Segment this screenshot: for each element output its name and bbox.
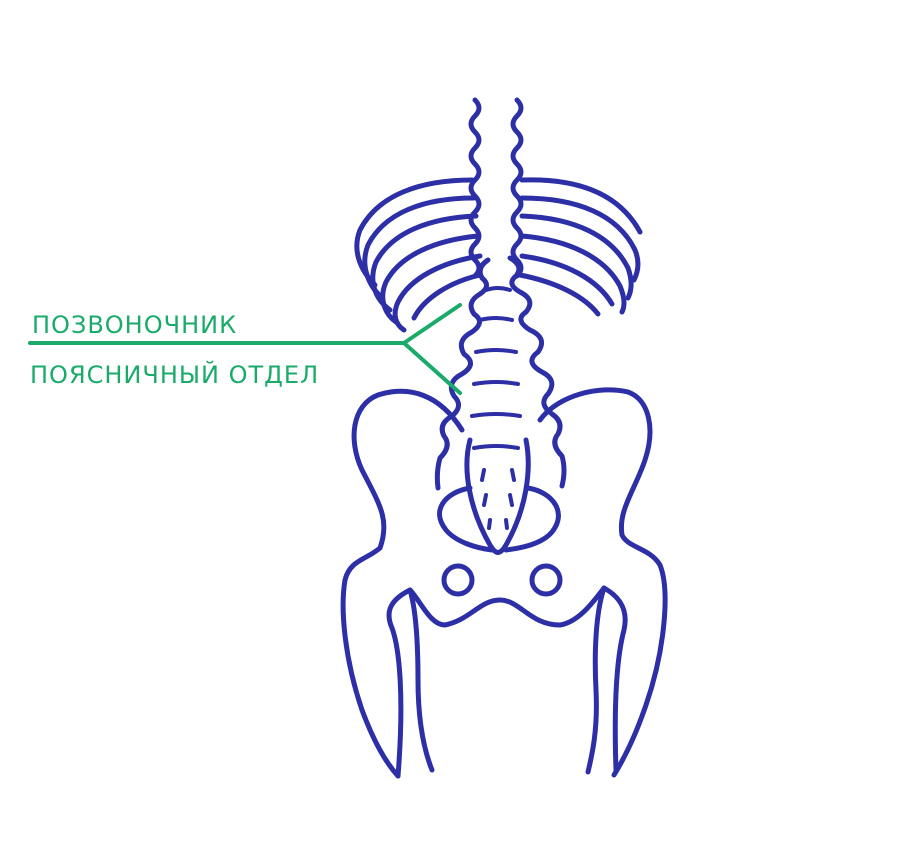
left-rib-3: [373, 216, 476, 310]
right-sacroiliac: [506, 488, 558, 550]
lumbar-spine-left-edge: [437, 260, 488, 488]
left-femur-outer: [389, 590, 410, 776]
right-ribs: [520, 180, 640, 314]
left-obturator-foramen: [444, 566, 472, 594]
pubic-arch: [410, 588, 604, 625]
sacrum: [467, 440, 528, 553]
pointer-upper: [404, 305, 460, 343]
sacrum-dashes: [482, 470, 514, 528]
label-spine: ПОЗВОНОЧНИК: [32, 311, 237, 339]
right-femur-inner: [588, 588, 604, 772]
right-femur-outer: [604, 588, 625, 770]
right-obturator-foramen: [532, 566, 560, 594]
vertebra-lines: [472, 288, 520, 448]
pointer-lower: [404, 343, 460, 393]
skeleton: [343, 100, 665, 776]
label-lumbar-section: ПОЯСНИЧНЫЙ ОТДЕЛ: [30, 360, 319, 389]
thoracic-spine-right-edge: [513, 100, 521, 276]
thoracic-spine-left-edge: [471, 100, 479, 276]
left-ribs: [357, 180, 480, 330]
lumbar-spine-right-edge: [510, 258, 564, 486]
